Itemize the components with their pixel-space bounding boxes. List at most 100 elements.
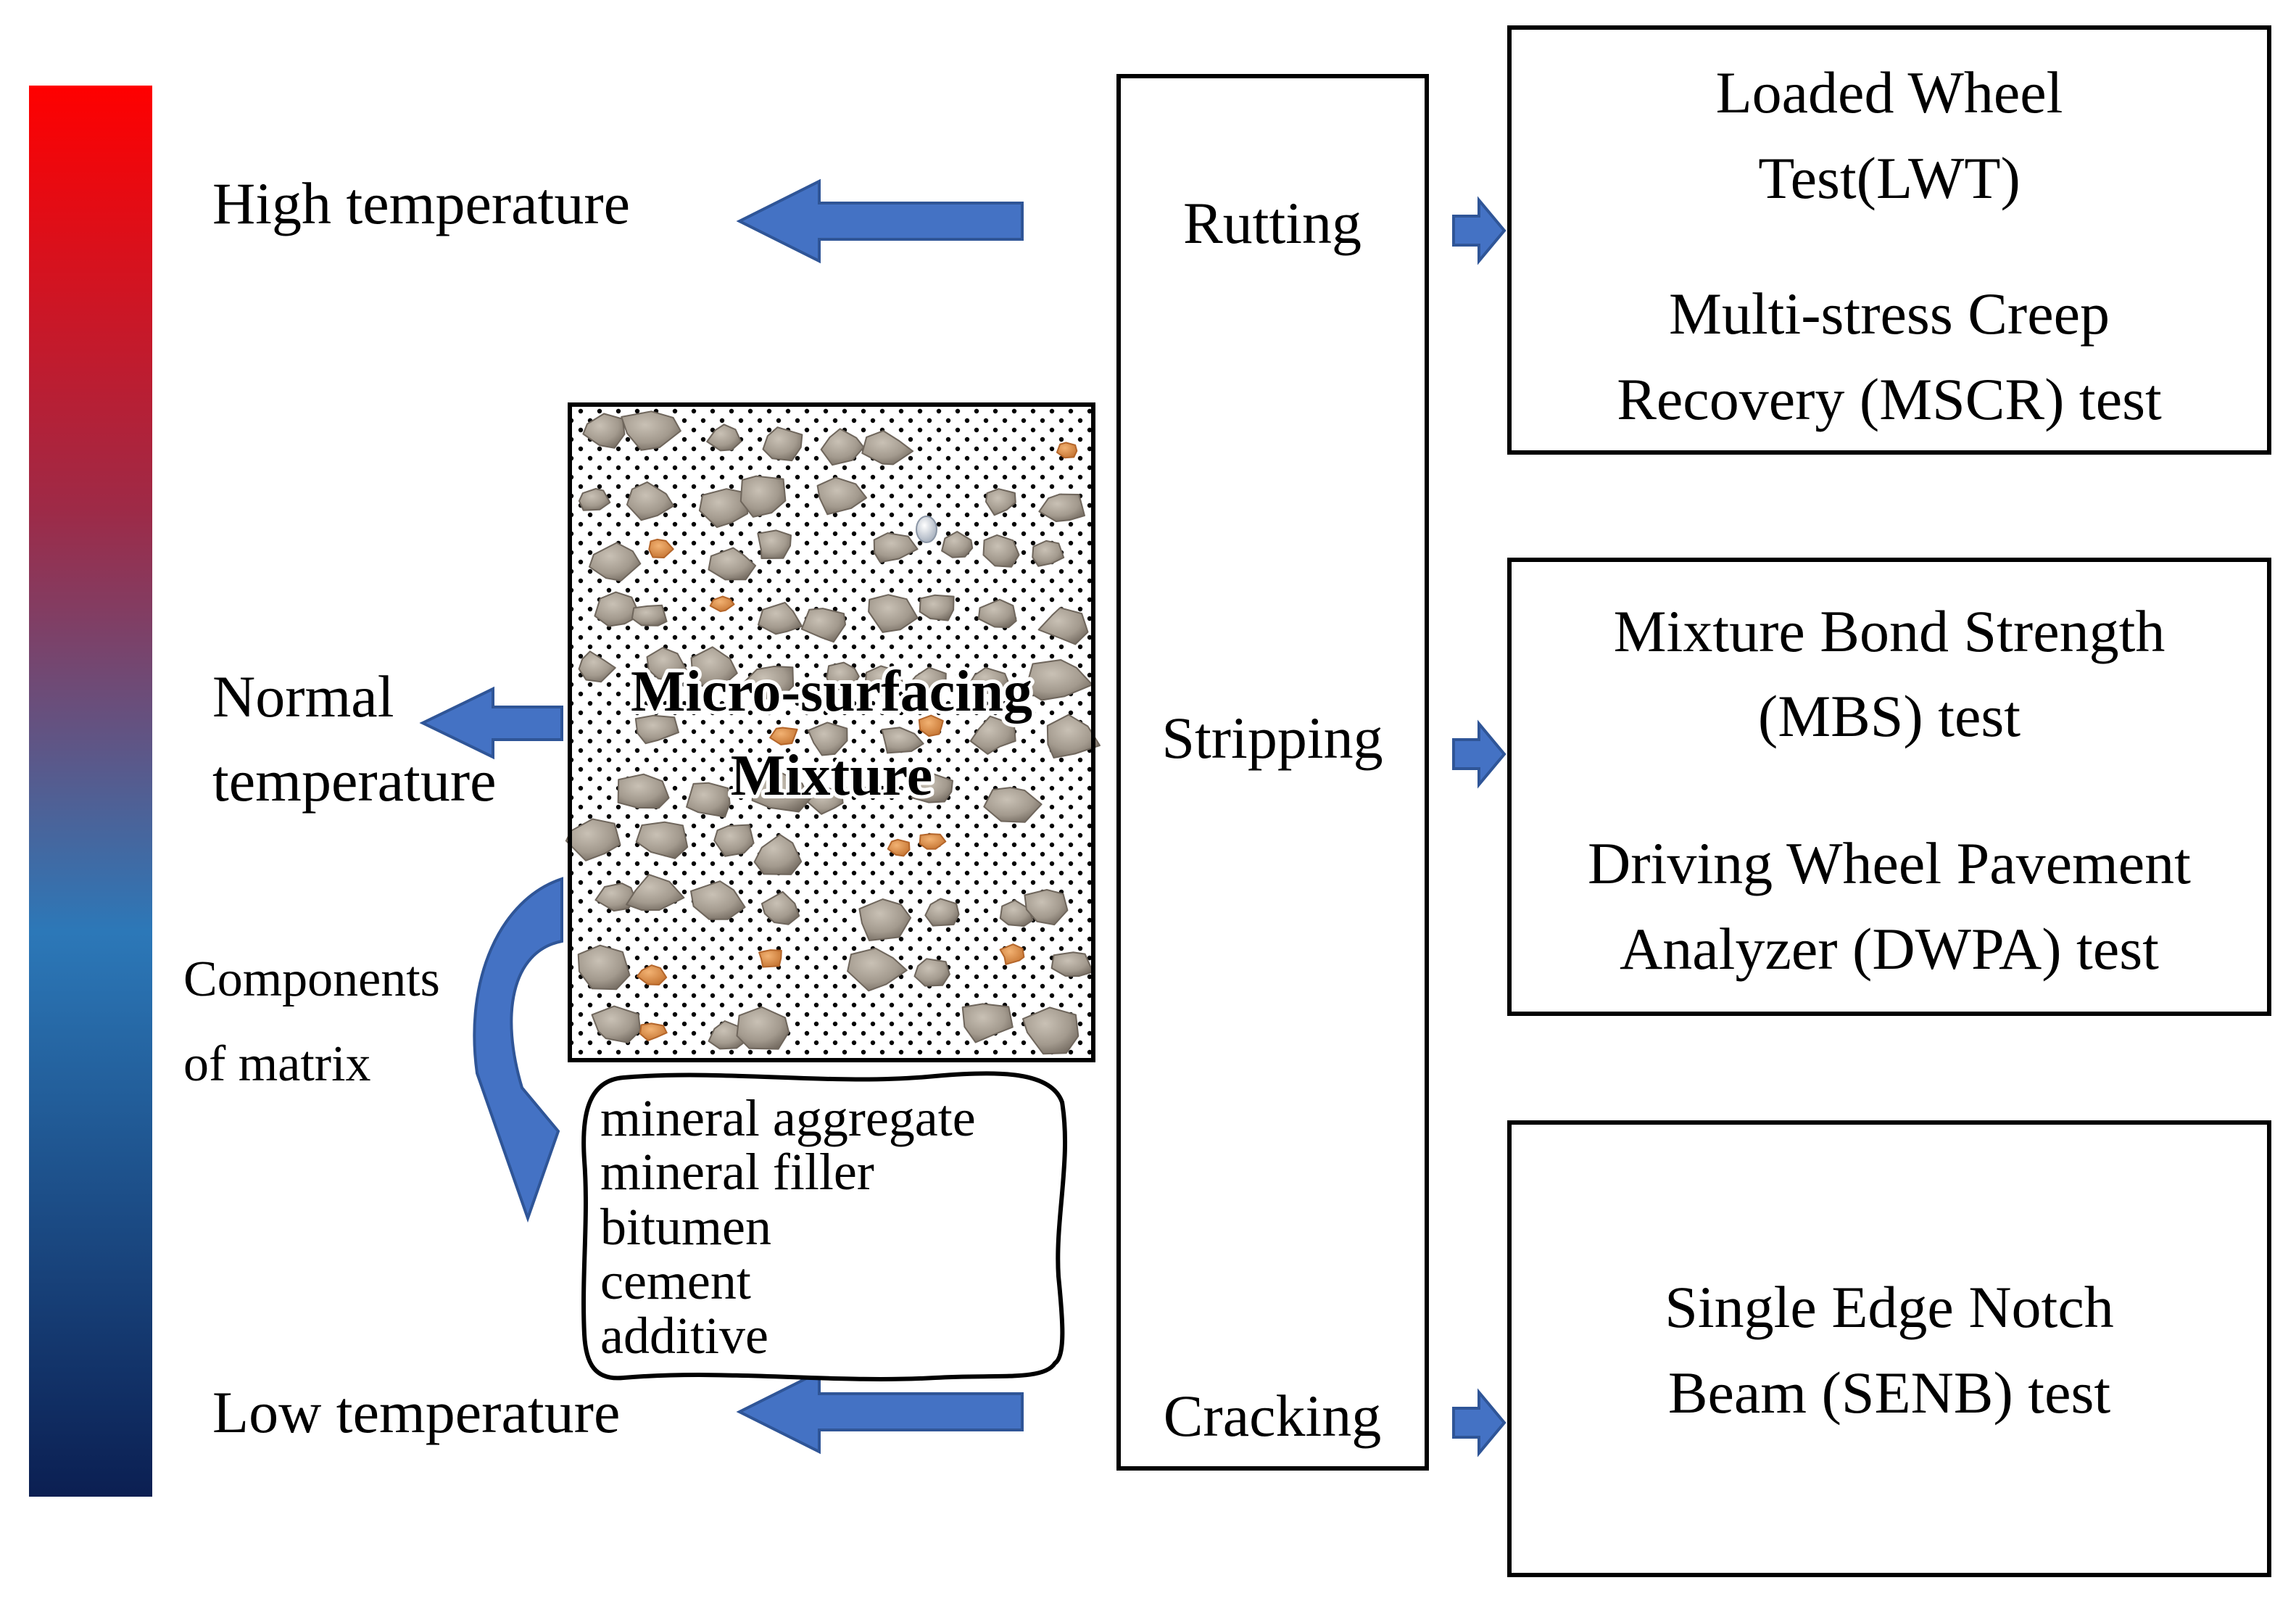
- stone-particle: [858, 898, 912, 941]
- component-item: mineral filler: [600, 1143, 874, 1201]
- component-item: cement: [600, 1252, 751, 1310]
- rutting-tests-box: [1507, 25, 2271, 455]
- cracking-tests-box: [1507, 1120, 2271, 1577]
- stone-particle: [820, 428, 865, 466]
- stone-particle: [961, 1003, 1014, 1043]
- stone-particle: [634, 714, 679, 745]
- curved-arrow-icon: [473, 877, 563, 1223]
- block-arrow-icon: [736, 178, 1024, 264]
- stone-particle: [967, 666, 1010, 695]
- components-label-line2: of matrix: [183, 1036, 371, 1092]
- normal-temperature-label-line2: temperature: [212, 748, 497, 814]
- stone-particle: [864, 665, 904, 694]
- sand-particle: [648, 538, 674, 558]
- stone-particle: [982, 534, 1020, 568]
- sand-particle: [999, 943, 1025, 965]
- distress-rutting: Rutting: [1183, 190, 1362, 256]
- stone-particle: [739, 475, 787, 518]
- stone-particle: [578, 650, 616, 683]
- stone-particle: [761, 890, 800, 925]
- stone-particle: [1024, 659, 1093, 701]
- stone-particle: [706, 423, 742, 452]
- stone-particle: [686, 782, 731, 818]
- stone-particle: [594, 882, 637, 912]
- stone-particle: [713, 824, 755, 857]
- stone-particle: [758, 602, 803, 635]
- aggregate-particles: [565, 410, 1101, 1055]
- components-label-line1: Components: [183, 951, 440, 1007]
- component-item: additive: [600, 1307, 768, 1365]
- stone-particle: [589, 542, 642, 582]
- stone-particle: [626, 481, 675, 521]
- block-arrow-icon: [736, 1369, 1024, 1455]
- stone-particle: [617, 773, 670, 809]
- sand-particle: [1056, 442, 1078, 459]
- stone-particle: [807, 786, 844, 815]
- test-dwpa-line2: Analyzer (DWPA) test: [1620, 916, 2159, 982]
- components-list-box: [581, 1071, 1067, 1381]
- distress-stripping: Stripping: [1161, 705, 1383, 771]
- sand-particle: [709, 595, 735, 613]
- stone-particle: [983, 787, 1043, 823]
- stone-particle: [847, 947, 908, 992]
- stone-particle: [861, 430, 914, 466]
- block-arrow-icon: [1452, 1388, 1507, 1458]
- stone-particle: [985, 488, 1016, 516]
- stone-particle: [1037, 607, 1089, 645]
- normal-temperature-label-line1: Normal: [212, 663, 394, 729]
- block-arrow-icon: [1452, 196, 1507, 265]
- test-mscr-line2: Recovery (MSCR) test: [1617, 366, 2162, 432]
- stone-particle: [1046, 714, 1101, 758]
- stone-particle: [753, 833, 803, 875]
- sand-particle: [887, 838, 911, 857]
- test-senb-line2: Beam (SENB) test: [1668, 1360, 2111, 1426]
- high-temperature-label: High temperature: [212, 170, 630, 236]
- stone-particle: [1032, 540, 1065, 567]
- component-item: mineral aggregate: [600, 1089, 976, 1147]
- stripping-tests-box: [1507, 558, 2271, 1016]
- block-arrow-icon: [419, 686, 563, 760]
- stone-particle: [690, 646, 738, 688]
- stone-particle: [582, 413, 626, 449]
- stone-particle: [690, 880, 746, 920]
- stone-particle: [969, 715, 1016, 755]
- block-arrow-icon: [1452, 719, 1507, 789]
- sand-particle: [637, 964, 668, 985]
- stone-particle: [757, 529, 792, 559]
- stone-particle: [977, 598, 1017, 629]
- stone-particle: [635, 821, 689, 859]
- stone-particle: [578, 488, 611, 511]
- stone-particle: [626, 874, 685, 911]
- stone-particle: [913, 958, 950, 987]
- sand-particle: [918, 714, 944, 737]
- stone-particle: [911, 772, 953, 803]
- stone-particle: [631, 604, 668, 627]
- stone-particle: [1022, 1006, 1079, 1055]
- test-mscr-line1: Multi-stress Creep: [1669, 281, 2110, 347]
- stone-particle: [868, 594, 919, 633]
- test-mbs-line2: (MBS) test: [1758, 683, 2021, 749]
- sand-particle: [769, 727, 798, 745]
- pebble-particle: [916, 516, 937, 543]
- stone-particle: [621, 410, 681, 451]
- stone-particle: [924, 898, 960, 927]
- stone-particle: [708, 1020, 747, 1050]
- mixture-title-line1: Micro-surfacing: [631, 660, 1032, 724]
- test-lwt-line1: Loaded Wheel: [1716, 59, 2063, 125]
- stone-particle: [646, 647, 688, 682]
- test-senb-line1: Single Edge Notch: [1665, 1274, 2113, 1340]
- stone-particle: [1038, 493, 1085, 522]
- component-item: bitumen: [600, 1198, 771, 1256]
- stone-particle: [762, 426, 803, 462]
- temperature-gradient-bar: [29, 86, 152, 1497]
- stone-particle: [807, 722, 848, 756]
- distress-cracking: Cracking: [1164, 1383, 1382, 1449]
- sand-particle: [639, 1022, 668, 1041]
- stone-particle: [594, 591, 641, 627]
- low-temperature-label: Low temperature: [212, 1379, 620, 1445]
- distress-column: [1116, 74, 1429, 1471]
- stone-particle: [800, 608, 846, 643]
- stone-particle: [941, 531, 974, 558]
- stone-particle: [736, 1006, 789, 1050]
